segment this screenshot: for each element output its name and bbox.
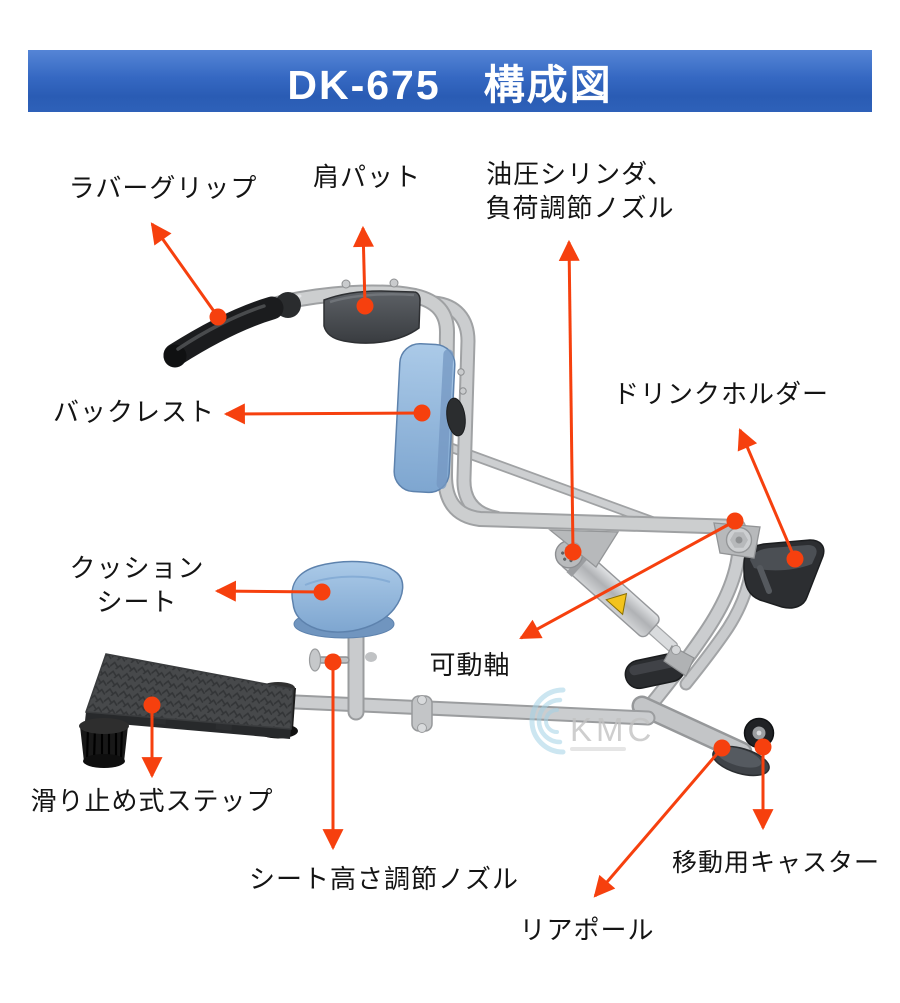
label-movable-axis: 可動軸 bbox=[429, 650, 511, 680]
page-title: DK-675 構成図 bbox=[287, 62, 613, 108]
arrow-drink-holder bbox=[737, 428, 797, 560]
callout-arrows bbox=[141, 222, 797, 898]
watermark: KMC bbox=[529, 687, 655, 755]
step-platform bbox=[84, 653, 294, 739]
arrow-hydraulic-cylinder bbox=[558, 239, 580, 553]
cushion-seat bbox=[291, 560, 404, 639]
rubber-grip bbox=[163, 292, 301, 368]
arrow-rear-pole bbox=[593, 747, 724, 898]
label-hydraulic-cylinder-line1: 油圧シリンダ、 bbox=[486, 159, 674, 189]
shoulder-pad bbox=[323, 290, 421, 344]
pivot-joint bbox=[713, 522, 761, 559]
label-shoulder-pad: 肩パット bbox=[312, 162, 422, 192]
label-hydraulic-cylinder-line2: 負荷調節ノズル bbox=[485, 193, 675, 223]
watermark-brand: KMC bbox=[570, 711, 655, 748]
backrest-knob bbox=[446, 397, 466, 437]
rail-clamp bbox=[411, 695, 433, 733]
warning-sticker bbox=[605, 592, 628, 616]
frame-brace bbox=[447, 443, 665, 529]
arrow-backrest bbox=[223, 403, 423, 425]
label-cushion-seat-line2: シート bbox=[96, 587, 178, 617]
arrow-cushion-seat bbox=[214, 580, 323, 602]
label-rubber-grip: ラバーグリップ bbox=[68, 173, 258, 203]
label-seat-height-nozzle: シート高さ調節ノズル bbox=[248, 864, 520, 894]
label-hydraulic-cylinder: 油圧シリンダ、 負荷調節ノズル bbox=[485, 157, 674, 225]
label-cushion-seat: クッション シート bbox=[69, 551, 204, 619]
arrow-rubber-grip bbox=[150, 222, 220, 318]
label-rear-pole: リアポール bbox=[519, 915, 655, 945]
callout-dots bbox=[143, 297, 804, 757]
handlebar-screws bbox=[341, 278, 399, 289]
label-caster: 移動用キャスター bbox=[671, 849, 881, 877]
label-drink-holder: ドリンクホルダー bbox=[612, 379, 830, 409]
bottom-rail bbox=[244, 692, 656, 726]
label-backrest: バックレスト bbox=[52, 397, 216, 427]
watermark-subtext bbox=[570, 747, 626, 751]
header-banner: DK-675 構成図 bbox=[28, 50, 872, 112]
arrow-movable-axis bbox=[519, 519, 736, 640]
arrow-shoulder-pad bbox=[352, 225, 374, 307]
label-cushion-seat-line1: クッション bbox=[69, 553, 205, 583]
step-front-foot bbox=[79, 718, 129, 768]
label-non-slip-step: 滑り止め式ステップ bbox=[30, 786, 274, 816]
backrest-bolts bbox=[457, 368, 467, 395]
